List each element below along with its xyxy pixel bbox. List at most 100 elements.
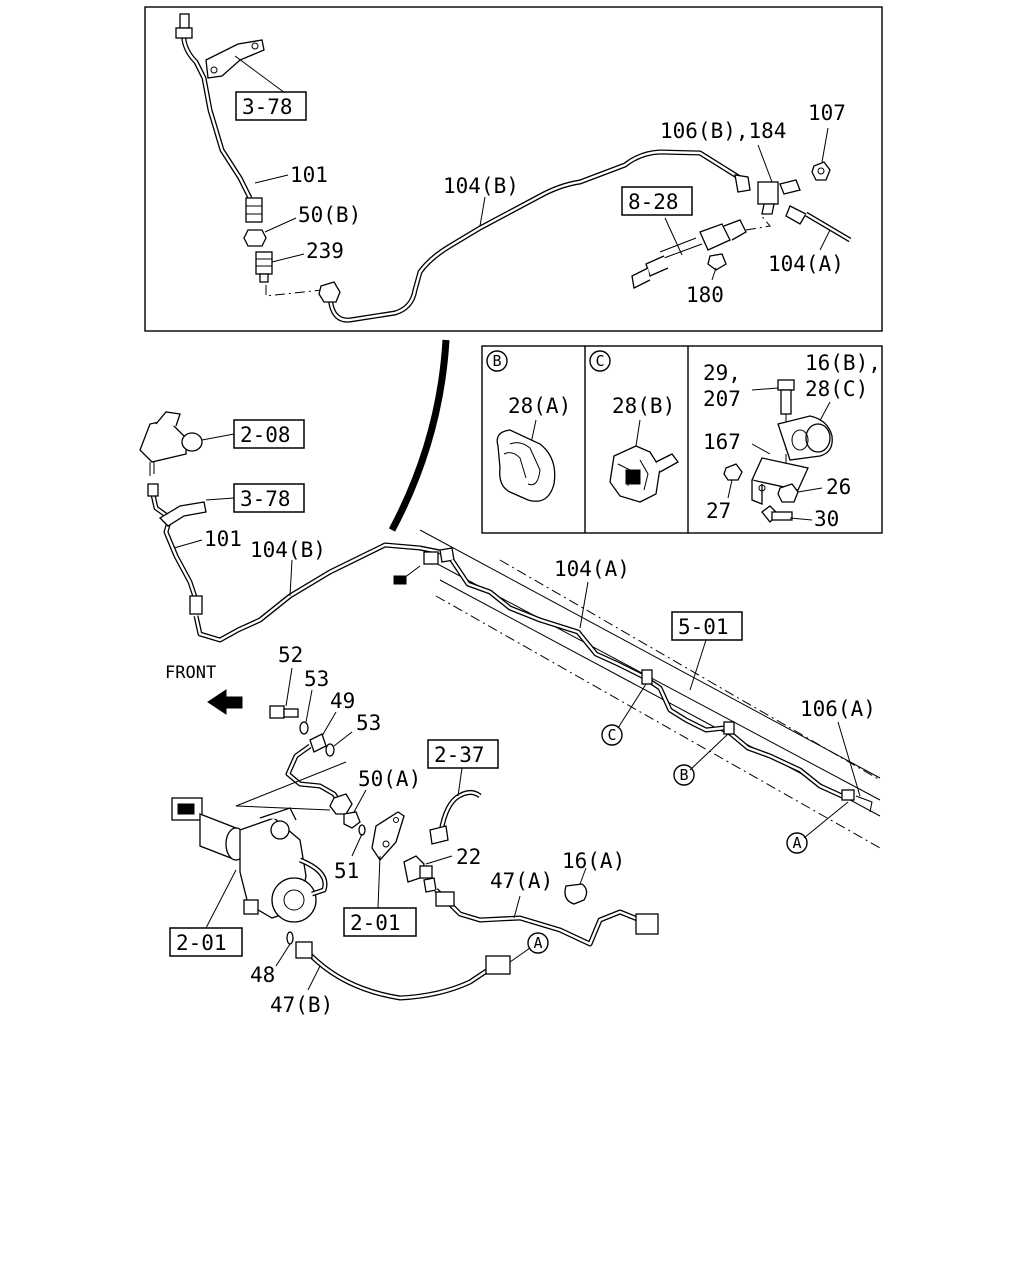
reservoir (139, 411, 203, 476)
front-label: FRONT (165, 663, 216, 683)
inset-label-16b: 16(B), (805, 351, 881, 375)
main-hose-101 (147, 483, 203, 615)
master-cylinder (171, 797, 328, 923)
inset-marker-b (486, 350, 508, 372)
main-tee-fitting (393, 547, 455, 585)
washer-48 (286, 931, 294, 945)
clip-marker-c-text: C (607, 726, 616, 744)
clip-16a (564, 883, 588, 905)
main-label-52: 52 (278, 643, 303, 667)
joint-marker-a-right-text: A (792, 834, 801, 852)
washer-53-a (299, 721, 309, 735)
washer-53-b (325, 743, 335, 757)
front-arrow-icon (207, 689, 243, 715)
inset-label-29: 29, (703, 361, 741, 385)
bolt-52 (269, 705, 299, 719)
pipe-47a (434, 888, 659, 947)
leader-from-pipe (235, 761, 347, 811)
inset-label-28a: 28(A) (508, 394, 571, 418)
inset-label-207: 207 (703, 387, 741, 411)
inset-label-26: 26 (826, 475, 851, 499)
inset-label-30: 30 (814, 507, 839, 531)
top-hose-fitting (245, 197, 263, 223)
ref-box-8-28[interactable] (621, 186, 693, 216)
clip-28a (496, 429, 556, 502)
inset-marker-c (589, 350, 611, 372)
top-pipe-104a-stub (804, 211, 852, 243)
main-label-51: 51 (334, 859, 359, 883)
top-label-180: 180 (686, 283, 724, 307)
ref-2-37: 2-37 (434, 743, 485, 767)
main-label-106a: 106(A) (800, 697, 876, 721)
main-label-50a: 50(A) (358, 767, 421, 791)
clip-marker-b (673, 764, 695, 786)
top-label-104b: 104(B) (443, 174, 519, 198)
bracket-2-01 (371, 811, 405, 862)
fitting-49 (309, 733, 327, 753)
top-centerline-2 (745, 213, 771, 231)
inset-label-28b: 28(B) (612, 394, 675, 418)
nut-26 (777, 483, 799, 503)
top-nut-50b (243, 229, 267, 247)
ref-2-01-left: 2-01 (176, 931, 227, 955)
ref-box-5-01[interactable] (671, 611, 743, 641)
main-small-pipe (285, 743, 345, 808)
joint-marker-a-lower-text: A (533, 934, 542, 952)
ref-box-2-01-left[interactable] (169, 927, 243, 957)
tee-22 (403, 855, 437, 893)
rail-clip-b (723, 721, 735, 735)
nut-50a (329, 793, 361, 829)
ref-box-3-78-top[interactable] (235, 91, 307, 121)
frame-rail (419, 529, 881, 849)
top-hose-101 (175, 13, 253, 200)
inset-label-167: 167 (703, 430, 741, 454)
bracket-167 (751, 457, 809, 505)
clip-marker-c (601, 724, 623, 746)
washer-51 (358, 824, 366, 836)
union-106a (841, 789, 873, 813)
inset-marker-c-text: C (595, 352, 604, 370)
main-label-47b: 47(B) (270, 993, 333, 1017)
ref-3-78-top: 3-78 (242, 95, 293, 119)
top-label-106b-184: 106(B),184 (660, 119, 786, 143)
bolt-29 (777, 379, 795, 415)
main-label-49: 49 (330, 689, 355, 713)
top-union-239 (255, 251, 273, 283)
main-label-48: 48 (250, 963, 275, 987)
top-label-104a: 104(A) (768, 252, 844, 276)
main-label-16a: 16(A) (562, 849, 625, 873)
top-detail-frame (144, 6, 883, 332)
clip-marker-b-text: B (679, 766, 688, 784)
hose-2-37 (429, 790, 482, 845)
main-label-104a: 104(A) (554, 557, 630, 581)
top-label-107: 107 (808, 101, 846, 125)
pipe-47b (295, 941, 511, 1001)
main-label-53-a: 53 (304, 667, 329, 691)
clip-28b (609, 445, 679, 503)
inset-label-28c: 28(C) (805, 377, 868, 401)
ref-box-2-37[interactable] (427, 739, 499, 769)
top-centerline-1 (265, 285, 323, 297)
main-label-104b: 104(B) (250, 538, 326, 562)
ref-box-3-78-mid[interactable] (233, 483, 305, 513)
top-bracket-3-78 (205, 39, 265, 79)
main-label-47a: 47(A) (490, 869, 553, 893)
clamp-28c (777, 415, 833, 461)
joint-marker-a-lower (527, 932, 549, 954)
inset-label-27: 27 (706, 499, 731, 523)
ref-box-2-01-right[interactable] (343, 907, 417, 937)
ref-2-01-right: 2-01 (350, 911, 401, 935)
top-nut-180 (707, 253, 727, 271)
ref-5-01: 5-01 (678, 615, 729, 639)
connector-curve (388, 339, 450, 532)
top-switch-8-28 (631, 219, 747, 289)
ref-8-28: 8-28 (628, 190, 679, 214)
main-label-53-b: 53 (356, 711, 381, 735)
inset-panel (481, 345, 883, 534)
main-pipe-104b (193, 542, 441, 643)
bolt-30 (761, 505, 793, 523)
ref-box-2-08[interactable] (233, 419, 305, 449)
ref-2-08: 2-08 (240, 423, 291, 447)
